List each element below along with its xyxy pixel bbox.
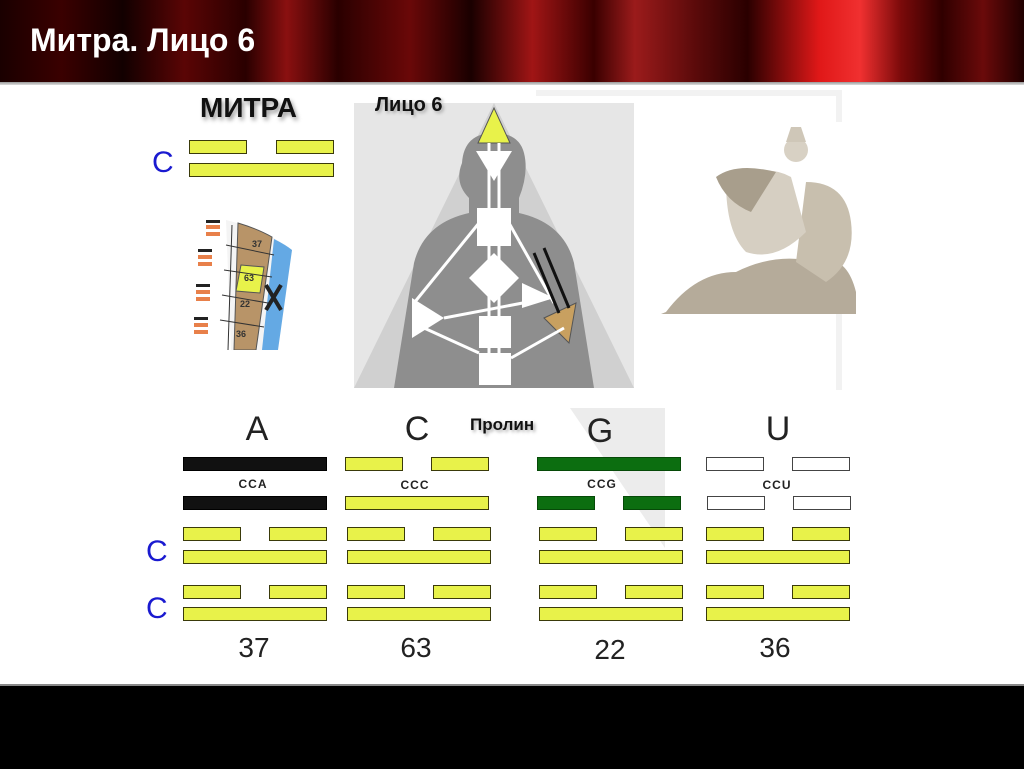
broken-line-right <box>792 585 850 599</box>
broken-line-right <box>792 527 850 541</box>
broken-line-right <box>625 585 683 599</box>
broken-line-right <box>433 527 491 541</box>
solid-line <box>183 457 327 471</box>
bodygraph-diagram <box>354 103 634 388</box>
broken-line-right <box>793 496 851 510</box>
codon-label: CCU <box>762 478 792 492</box>
solid-line <box>183 607 327 621</box>
solid-line <box>347 550 491 564</box>
mitra-heading: МИТРА <box>200 92 297 123</box>
broken-line-right <box>269 527 327 541</box>
column-letter-u: U <box>765 410 791 448</box>
slide-header: Митра. Лицо 6 <box>0 0 1024 85</box>
svg-text:22: 22 <box>240 299 250 309</box>
codon-label: CCA <box>238 477 268 491</box>
broken-line-left <box>347 527 405 541</box>
gate-number: 36 <box>759 632 791 663</box>
broken-line-left <box>539 527 597 541</box>
broken-line-left <box>706 457 764 471</box>
row-label-c-1: C <box>146 535 168 568</box>
broken-line-right <box>269 585 327 599</box>
solid-line <box>706 550 850 564</box>
broken-line-left <box>706 527 764 541</box>
broken-line-left <box>183 527 241 541</box>
column-letter-a: A <box>245 410 269 448</box>
svg-text:37: 37 <box>252 239 262 249</box>
broken-line-left <box>347 585 405 599</box>
gate-number: 63 <box>400 632 432 663</box>
column-letter-c: C <box>404 410 430 448</box>
broken-line-right <box>431 457 489 471</box>
broken-line-right <box>625 527 683 541</box>
mandala-wheel-fragment: 37 63 22 36 <box>194 220 292 350</box>
bodygraph-svg <box>354 103 634 388</box>
broken-line-left <box>345 457 403 471</box>
amino-acid-label: Пролин <box>470 415 535 434</box>
broken-line-left <box>539 585 597 599</box>
solid-line <box>537 457 681 471</box>
broken-line-right <box>433 585 491 599</box>
solid-line <box>183 496 327 510</box>
solid-line <box>539 607 683 621</box>
broken-line-left <box>707 496 765 510</box>
solid-line <box>189 163 334 177</box>
c-label: C <box>152 146 174 179</box>
slide-title: Митра. Лицо 6 <box>30 22 256 58</box>
background-wedge <box>570 408 665 548</box>
gate-number: 22 <box>594 634 626 665</box>
svg-text:63: 63 <box>244 273 254 283</box>
slide-footer <box>0 684 1024 769</box>
solid-line <box>345 496 489 510</box>
solid-line <box>706 607 850 621</box>
solid-line <box>347 607 491 621</box>
svg-text:36: 36 <box>236 329 246 339</box>
codon-label: CCC <box>400 478 430 492</box>
broken-line-right <box>276 140 334 154</box>
column-letter-g: G <box>586 412 614 450</box>
broken-line-left <box>183 585 241 599</box>
broken-line-left <box>189 140 247 154</box>
face-label: Лицо 6 <box>375 94 443 116</box>
gate-number: 37 <box>238 632 270 663</box>
row-label-c-2: C <box>146 592 168 625</box>
solid-line <box>539 550 683 564</box>
codon-label: CCG <box>587 477 617 491</box>
broken-line-right <box>792 457 850 471</box>
solid-line <box>183 550 327 564</box>
background-frame <box>536 90 841 96</box>
broken-line-left <box>706 585 764 599</box>
broken-line-left <box>537 496 595 510</box>
mithras-statue-image <box>656 122 862 314</box>
broken-line-right <box>623 496 681 510</box>
